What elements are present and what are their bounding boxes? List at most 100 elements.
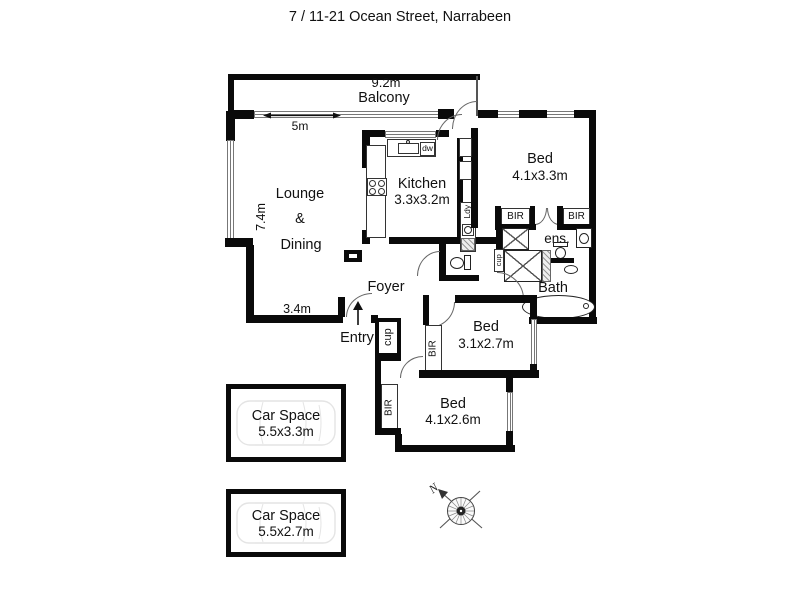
compass-rose: N bbox=[425, 480, 483, 529]
wall bbox=[519, 110, 547, 118]
wall bbox=[389, 237, 503, 244]
wall bbox=[546, 258, 574, 263]
lounge-bottom-dim: 3.4m bbox=[283, 302, 311, 316]
car-space-upper: Car Space 5.5x3.3m bbox=[226, 384, 346, 462]
wall bbox=[530, 206, 535, 230]
balcony-width-dim: 9.2m bbox=[371, 75, 401, 90]
wall bbox=[530, 295, 537, 319]
north-label: N bbox=[425, 480, 441, 497]
wall bbox=[225, 238, 253, 247]
car-icon bbox=[236, 502, 336, 544]
wall bbox=[471, 128, 478, 228]
wall bbox=[419, 370, 539, 378]
bath-label: Bath bbox=[538, 280, 568, 296]
sink-tap-icon bbox=[406, 140, 410, 144]
car-space-lower: Car Space 5.5x2.7m bbox=[226, 489, 346, 557]
wall bbox=[423, 295, 429, 325]
entry-label: Entry bbox=[340, 330, 374, 346]
wall bbox=[574, 110, 596, 118]
wall bbox=[457, 138, 463, 238]
wall bbox=[496, 224, 536, 230]
toilet-tank-icon bbox=[464, 255, 471, 270]
balcony-window-dim: 5m bbox=[291, 119, 309, 133]
car-space-lower-label: Car Space bbox=[251, 507, 321, 524]
bathtub-drain-icon bbox=[583, 303, 589, 309]
bath-cupboard bbox=[494, 249, 504, 272]
kitchen-label: Kitchen bbox=[397, 176, 447, 192]
car-space-upper-dim: 5.5x3.3m bbox=[258, 423, 314, 439]
stove-burner-icon bbox=[378, 188, 385, 195]
wall bbox=[246, 315, 343, 323]
wall bbox=[476, 76, 478, 116]
lounge-side-dim: 7.4m bbox=[254, 203, 268, 231]
door-arc bbox=[417, 251, 440, 276]
dishwasher-icon bbox=[420, 142, 435, 156]
car-space-lower-dim: 5.5x2.7m bbox=[258, 523, 314, 539]
wall bbox=[529, 317, 597, 324]
bir-left-label: BIR bbox=[507, 211, 524, 222]
wall bbox=[496, 224, 502, 252]
cupboard bbox=[375, 318, 401, 358]
north-arrow bbox=[438, 489, 448, 499]
bed-lower-dim: 4.1x2.6m bbox=[425, 412, 481, 427]
bir-right-label: BIR bbox=[568, 211, 585, 222]
dishwasher-label: dw bbox=[422, 143, 433, 153]
wall bbox=[439, 275, 479, 281]
dining-label: Dining bbox=[280, 237, 322, 253]
bir-lower-label: BIR bbox=[383, 399, 395, 416]
wall bbox=[228, 74, 234, 118]
entry-arrow bbox=[353, 301, 363, 325]
duct-hatch bbox=[461, 238, 475, 251]
shower-icon bbox=[502, 228, 529, 250]
wall bbox=[495, 206, 501, 230]
door-arc bbox=[535, 208, 547, 225]
wall bbox=[478, 110, 498, 118]
balcony-label: Balcony bbox=[358, 90, 410, 106]
stove-burner-icon bbox=[369, 180, 376, 187]
wall bbox=[395, 434, 402, 448]
wall bbox=[375, 428, 401, 435]
window bbox=[531, 319, 537, 365]
wall bbox=[506, 431, 513, 448]
stove-burner-icon bbox=[378, 180, 385, 187]
bed-mid-dim: 3.1x2.7m bbox=[458, 336, 514, 351]
sink-icon bbox=[398, 143, 419, 154]
wall bbox=[228, 110, 254, 119]
car-icon bbox=[236, 400, 336, 446]
basin-icon bbox=[564, 265, 578, 274]
wall bbox=[371, 315, 378, 323]
wall bbox=[506, 376, 513, 392]
duct-hatch bbox=[542, 250, 551, 282]
toilet-tank-icon bbox=[553, 242, 568, 247]
wall bbox=[589, 110, 596, 323]
kitchen-dim: 3.3x3.2m bbox=[394, 192, 450, 207]
door-arc bbox=[400, 356, 423, 378]
toilet-icon bbox=[450, 257, 464, 269]
wall bbox=[438, 109, 454, 119]
lounge-label: Lounge bbox=[275, 186, 325, 202]
wall bbox=[370, 130, 385, 137]
washer-drum-icon bbox=[464, 226, 472, 234]
lounge-amp: & bbox=[295, 211, 305, 227]
bed-lower-label: Bed bbox=[440, 396, 466, 412]
wall bbox=[338, 297, 345, 317]
wall bbox=[561, 224, 596, 230]
column-marker-slot bbox=[349, 254, 357, 258]
dimension-arrow bbox=[263, 112, 341, 119]
car-space-upper-label: Car Space bbox=[251, 407, 321, 424]
stove-burner-icon bbox=[369, 188, 376, 195]
wall bbox=[439, 244, 446, 280]
wall bbox=[375, 357, 381, 433]
wall bbox=[377, 353, 401, 361]
wall bbox=[226, 111, 235, 141]
window bbox=[227, 140, 234, 240]
bed-master-dim: 4.1x3.3m bbox=[512, 168, 568, 183]
wall bbox=[395, 445, 515, 452]
window bbox=[507, 392, 513, 432]
wall bbox=[557, 206, 563, 230]
foyer-label: Foyer bbox=[367, 279, 405, 295]
page-title: 7 / 11-21 Ocean Street, Narrabeen bbox=[288, 9, 512, 25]
robe-shelf bbox=[459, 161, 472, 180]
door-arc bbox=[452, 101, 477, 129]
